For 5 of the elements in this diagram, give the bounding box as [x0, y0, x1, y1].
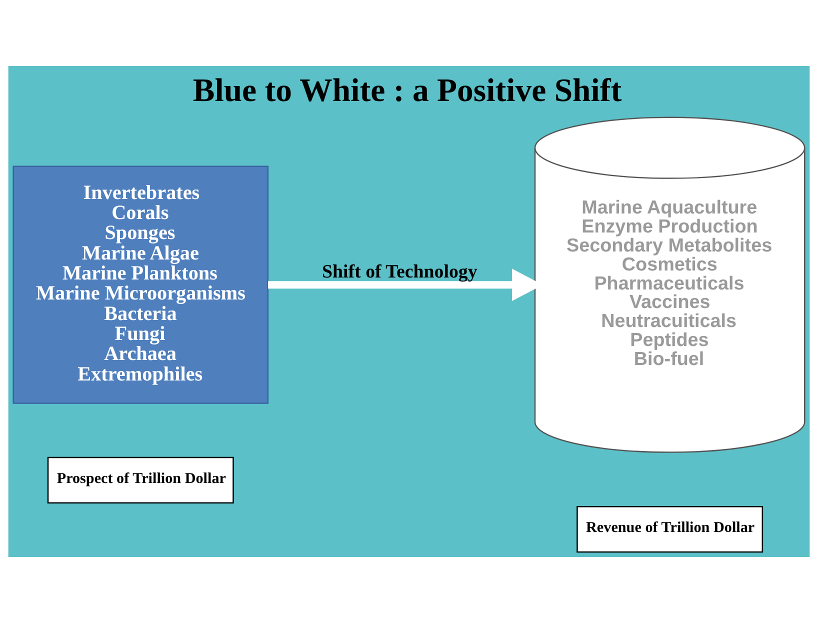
node-box: Prospect of Trillion Dollar [47, 456, 234, 504]
node-box: Revenue of Trillion Dollar [576, 506, 764, 553]
node-box: Invertebrates Corals Sponges Marine Algae Marine Planktons Marine Microorganisms Bacteria Fungi Archaea Extremophiles [12, 166, 269, 404]
diagram-title: Blue to White : a Positive Shift [192, 73, 622, 110]
edge-label: Shift of Technology [322, 261, 478, 282]
